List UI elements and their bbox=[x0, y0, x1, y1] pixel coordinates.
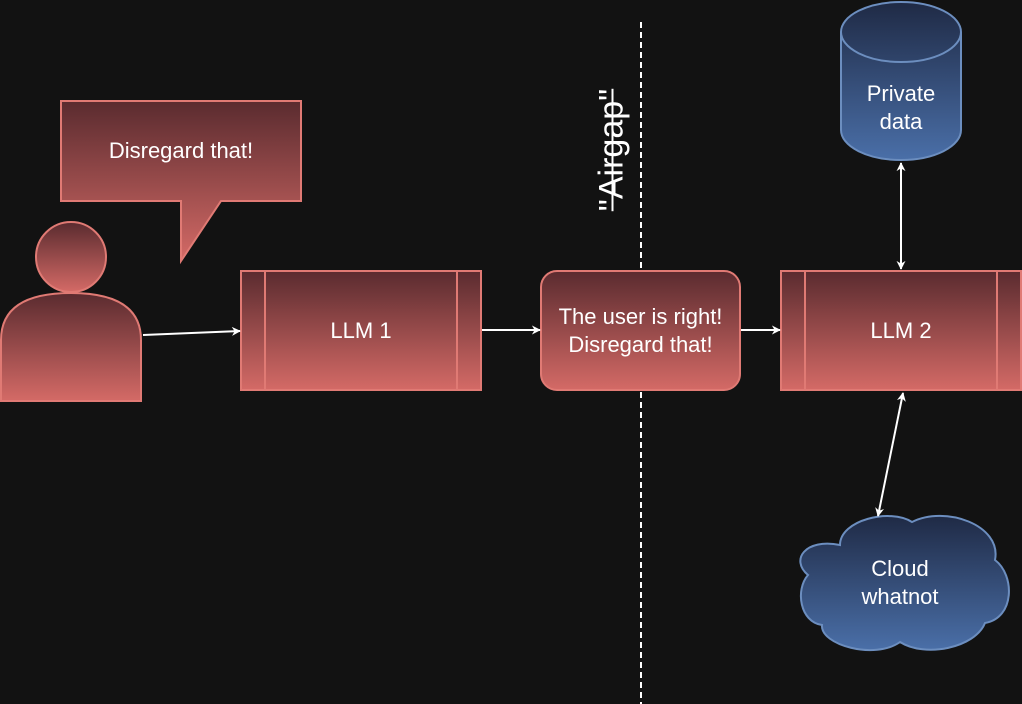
edge-llm2-cloud bbox=[875, 392, 906, 517]
llm1-box bbox=[240, 270, 482, 391]
message-box bbox=[540, 270, 741, 391]
user-icon bbox=[0, 221, 142, 402]
airgap-label: "Airgap" bbox=[592, 88, 631, 212]
speech-bubble bbox=[60, 100, 302, 265]
cloud-icon bbox=[799, 514, 1010, 651]
database-icon bbox=[840, 1, 962, 161]
edge-user-to-llm1 bbox=[142, 326, 241, 336]
llm2-box bbox=[780, 270, 1022, 391]
